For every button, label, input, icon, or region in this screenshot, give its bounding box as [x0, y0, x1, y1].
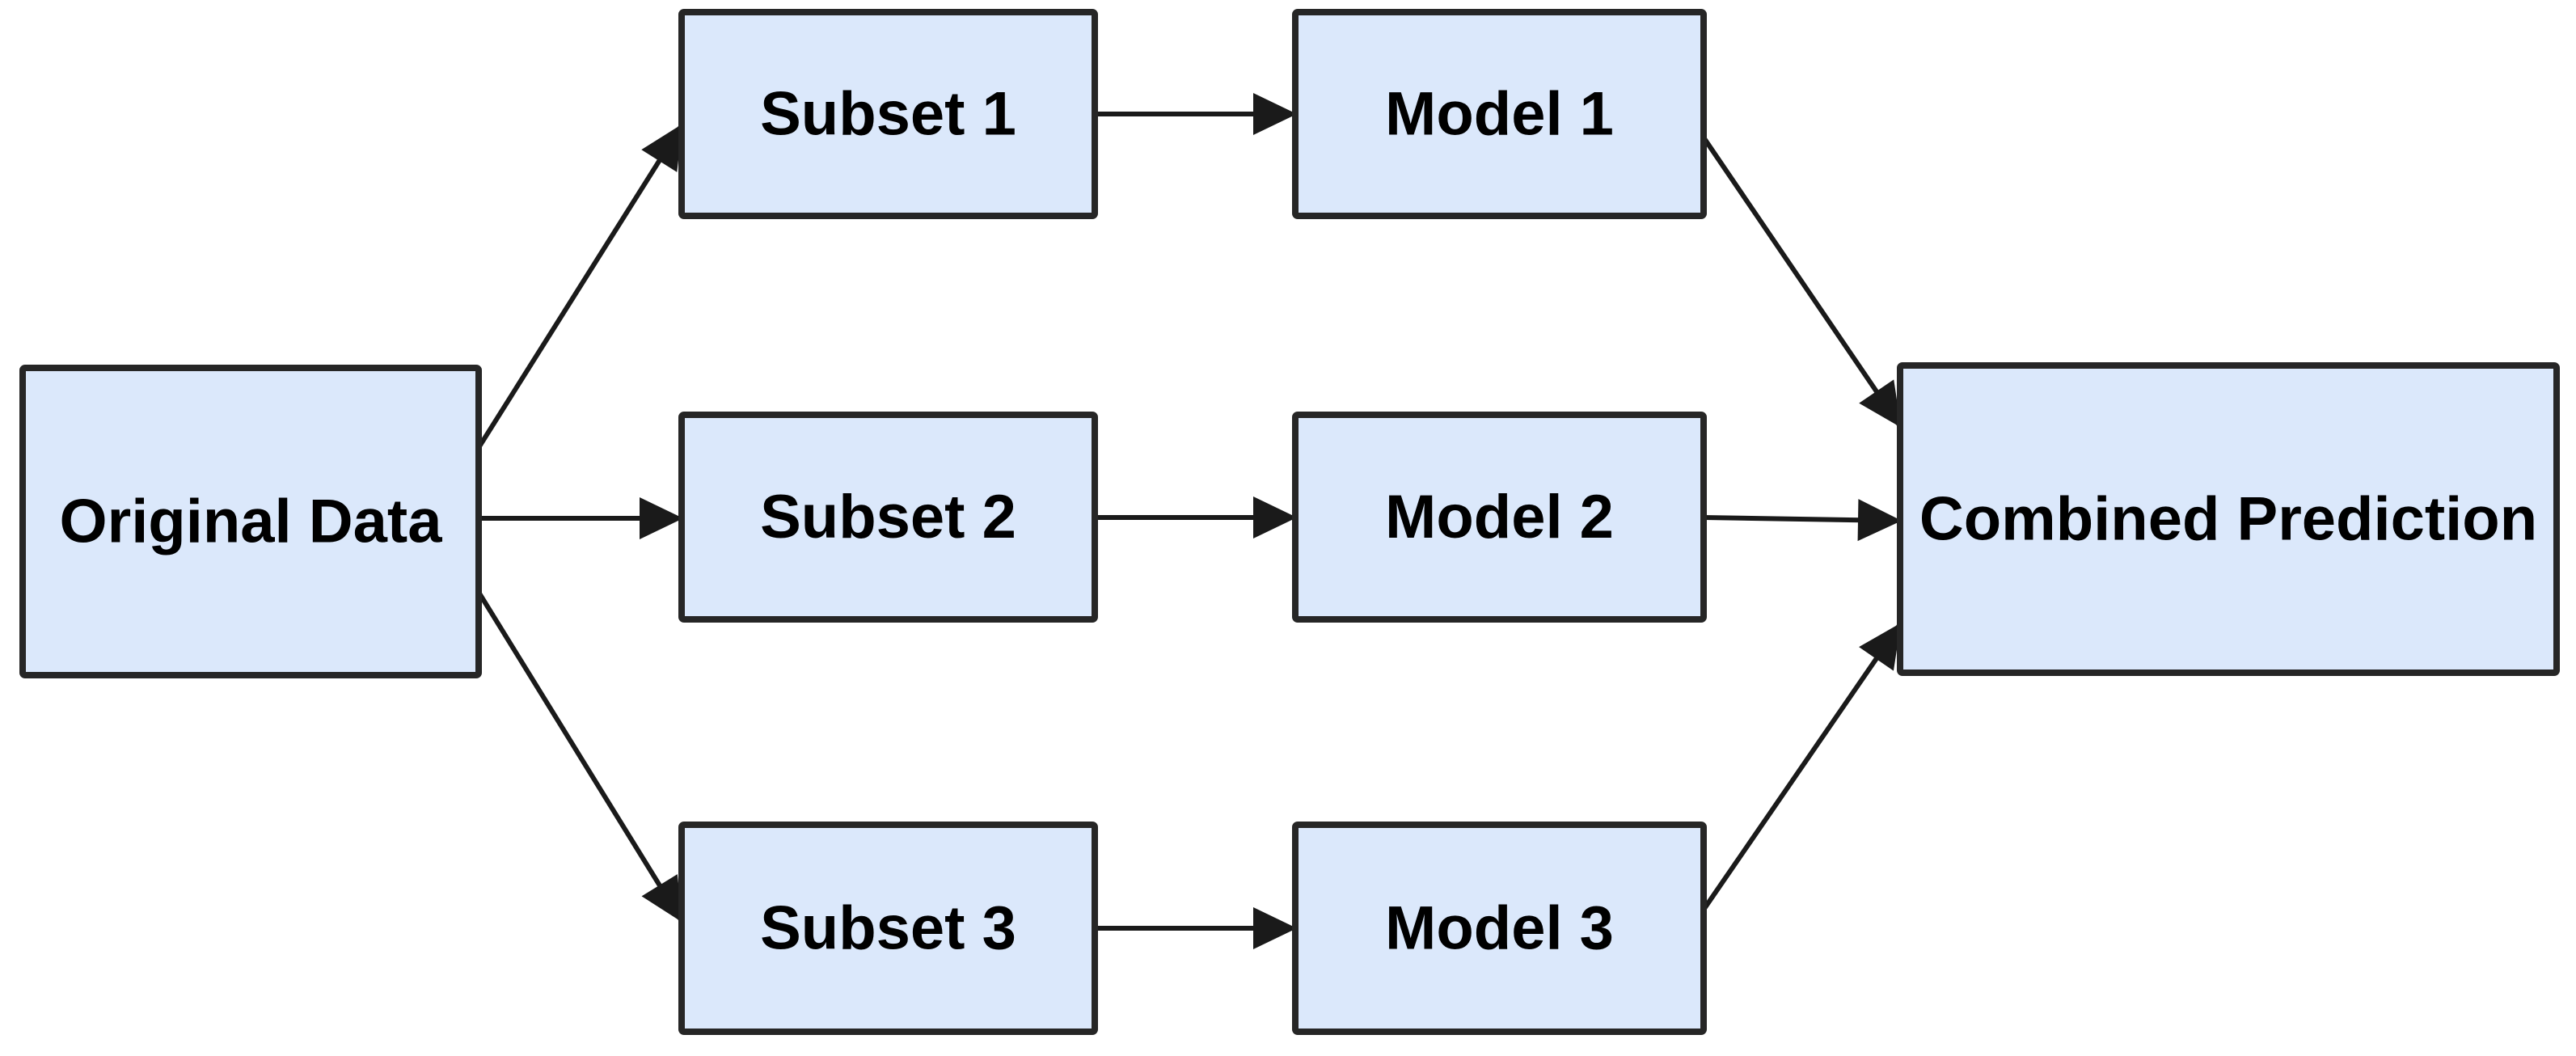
- nodes-layer: Original Data Subset 1 Model 1 Subset 2 Mode…: [19, 9, 2560, 1035]
- node-label-model-1: Model 1: [1385, 80, 1614, 149]
- node-box-model-3: [1292, 822, 1707, 1035]
- node-box-combined-prediction: [1897, 362, 2560, 676]
- edge-original-data-to-subset-1: [477, 124, 684, 448]
- node-box-model-1: [1292, 9, 1707, 219]
- node-label-model-2: Model 2: [1385, 483, 1614, 551]
- node-label-subset-2: Subset 2: [760, 483, 1016, 551]
- node-model-1: Model 1: [1292, 9, 1707, 219]
- node-label-original-data: Original Data: [60, 488, 443, 556]
- edge-model-1-to-combined-prediction: [1701, 136, 1902, 428]
- node-model-2: Model 2: [1292, 412, 1707, 623]
- edges-layer: [477, 93, 1902, 949]
- node-label-subset-1: Subset 1: [760, 80, 1016, 149]
- node-subset-1: Subset 1: [678, 9, 1098, 219]
- edge-model-3-to-combined-prediction: [1701, 623, 1902, 911]
- node-label-model-3: Model 3: [1385, 894, 1614, 963]
- node-box-original-data: [19, 365, 482, 678]
- node-combined-prediction: Combined Prediction: [1897, 362, 2560, 676]
- node-box-subset-1: [678, 9, 1098, 219]
- edge-model-2-to-combined-prediction: [1703, 499, 1902, 542]
- edge-original-data-to-subset-3: [477, 592, 684, 923]
- node-model-3: Model 3: [1292, 822, 1707, 1035]
- node-box-subset-3: [678, 822, 1098, 1035]
- node-box-model-2: [1292, 412, 1707, 623]
- node-label-subset-3: Subset 3: [760, 894, 1016, 963]
- node-subset-3: Subset 3: [678, 822, 1098, 1035]
- node-original-data: Original Data: [19, 365, 482, 678]
- node-label-combined-prediction: Combined Prediction: [1919, 485, 2537, 554]
- node-subset-2: Subset 2: [678, 412, 1098, 623]
- node-box-subset-2: [678, 412, 1098, 623]
